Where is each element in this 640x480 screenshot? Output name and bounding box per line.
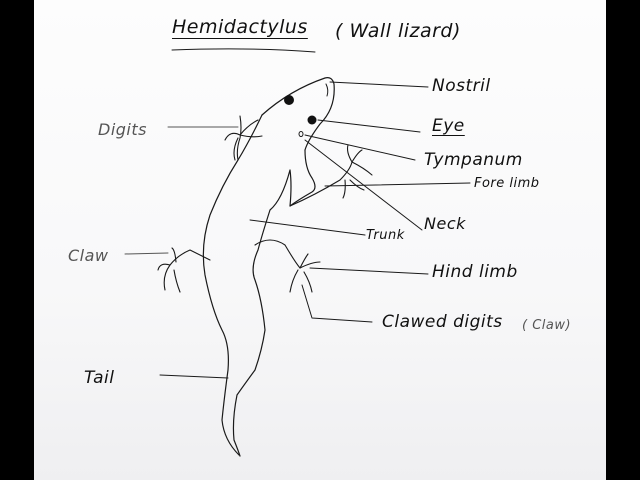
eye-left (284, 95, 294, 105)
leader-neck (304, 139, 423, 231)
title-underline (171, 48, 316, 53)
right-letterbox (606, 0, 640, 480)
label-clawed-digits: Clawed digits (382, 312, 503, 332)
label-fore-limb: Fore limb (474, 176, 540, 191)
leader-tail (159, 374, 229, 379)
hind-limb-right (254, 239, 321, 293)
label-nostril: Nostril (432, 76, 491, 96)
label-eye: Eye (432, 116, 465, 136)
leader-lines (124, 81, 471, 379)
label-trunk: Trunk (366, 228, 405, 243)
title-genus: Hemidactylus (172, 16, 308, 38)
title-common-name: ( Wall lizard) (335, 20, 461, 42)
leader-nostril (329, 81, 429, 88)
lizard-head (261, 77, 335, 151)
leader-hind-limb (309, 267, 429, 275)
leader-tympanum (304, 134, 416, 161)
leader-eye (317, 119, 421, 133)
label-digits: Digits (98, 120, 147, 139)
label-hind-limb: Hind limb (432, 262, 518, 282)
eye-right (307, 115, 317, 125)
leader-fore-limb (324, 182, 471, 187)
label-clawed-digits-note: ( Claw) (522, 318, 572, 333)
hind-limb-left (157, 247, 211, 293)
leader-trunk (249, 219, 366, 236)
label-tail: Tail (84, 368, 115, 388)
tympanum-mark (298, 131, 304, 137)
lizard-body (202, 114, 316, 457)
nostril-mark (325, 83, 329, 97)
left-letterbox (0, 0, 34, 480)
leader-clawed-digits (301, 284, 373, 323)
label-neck: Neck (424, 214, 466, 233)
fore-limb-right (289, 144, 373, 207)
label-claw: Claw (68, 246, 109, 265)
label-tympanum: Tympanum (424, 150, 523, 170)
fore-limb-left (224, 115, 263, 161)
leader-claw (124, 252, 169, 255)
